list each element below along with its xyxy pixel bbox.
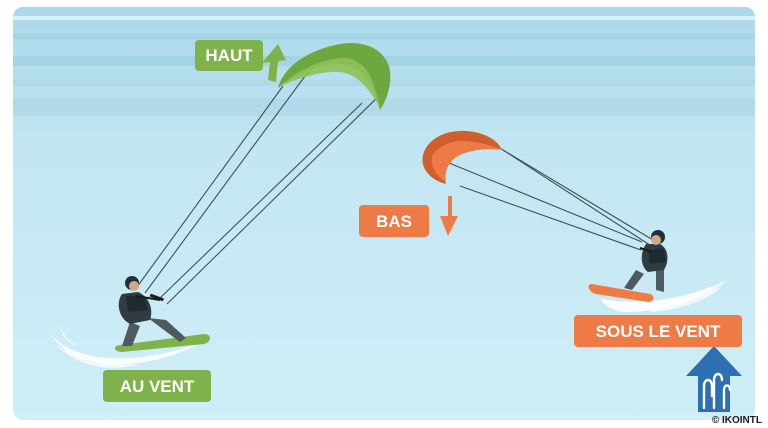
- kiteboard-left: [114, 334, 210, 352]
- orange-kite-lines: [431, 140, 659, 251]
- label-au-vent: AU VENT: [103, 370, 211, 402]
- label-sous-le-vent: SOUS LE VENT: [574, 315, 742, 347]
- label-haut: HAUT: [195, 40, 263, 71]
- spray-right: [600, 280, 728, 312]
- green-kite: [278, 42, 391, 110]
- green-kite-lines: [136, 71, 386, 305]
- rider-downwind: [624, 230, 668, 292]
- copyright-credit: © IKOINTL: [711, 415, 762, 426]
- rider-upwind: [118, 276, 186, 346]
- spray-left: [48, 326, 210, 368]
- arrow-down-icon: [440, 196, 458, 236]
- wind-direction-icon: [686, 346, 742, 412]
- label-bas: BAS: [359, 205, 429, 237]
- arrow-up-icon: [262, 44, 286, 82]
- orange-kite: [422, 130, 502, 184]
- kiteboard-right: [588, 284, 654, 302]
